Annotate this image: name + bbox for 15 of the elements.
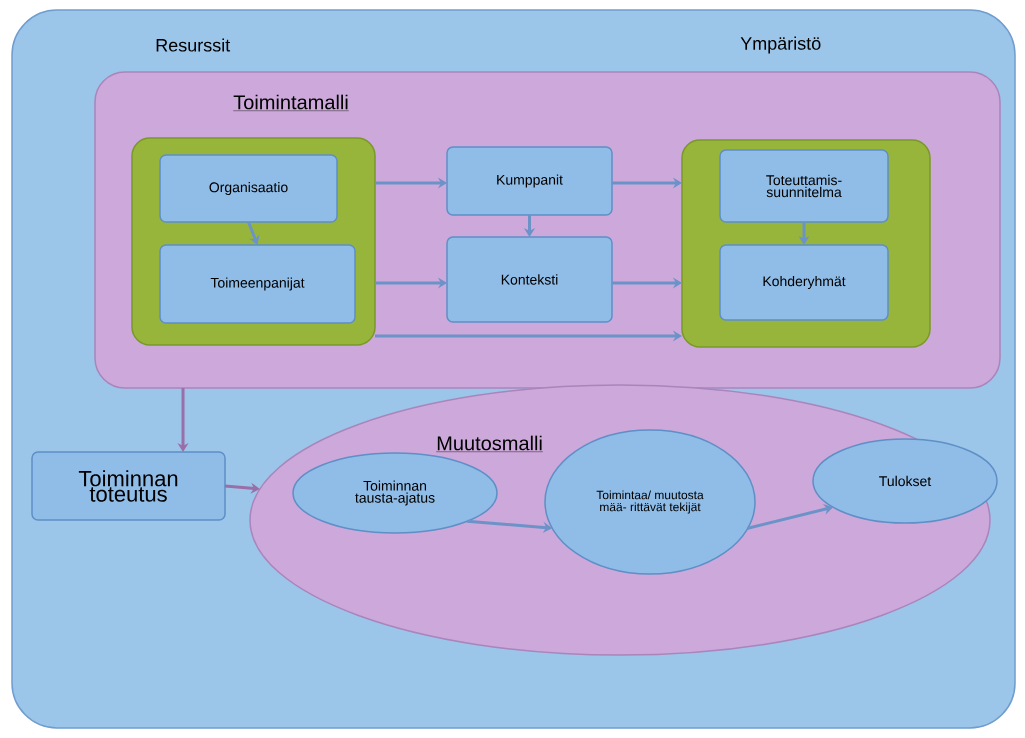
panel-title: Toimintamalli: [233, 94, 349, 111]
process-box: Toiminnan toteutus: [31, 451, 226, 521]
panel-label: Ympäristö: [740, 36, 821, 54]
process-box: Kohderyhmät: [719, 244, 889, 321]
ellipse-node: Toimintaa/ muutosta mää- rittävät tekijät: [544, 429, 756, 575]
panel-title: Muutosmalli: [436, 435, 544, 452]
ellipse-node: Tulokset: [812, 438, 998, 524]
process-box: Kumppanit: [446, 146, 613, 216]
panel-label: Resurssit: [156, 38, 231, 52]
arrow: [247, 221, 260, 245]
process-box: Toimeenpanijat: [159, 244, 356, 324]
process-box: Konteksti: [446, 236, 613, 323]
ellipse-node: Toiminnan tausta-ajatus: [292, 452, 498, 534]
process-box: Toteuttamis- suunnitelma: [719, 149, 889, 223]
process-box: Organisaatio: [159, 154, 338, 223]
